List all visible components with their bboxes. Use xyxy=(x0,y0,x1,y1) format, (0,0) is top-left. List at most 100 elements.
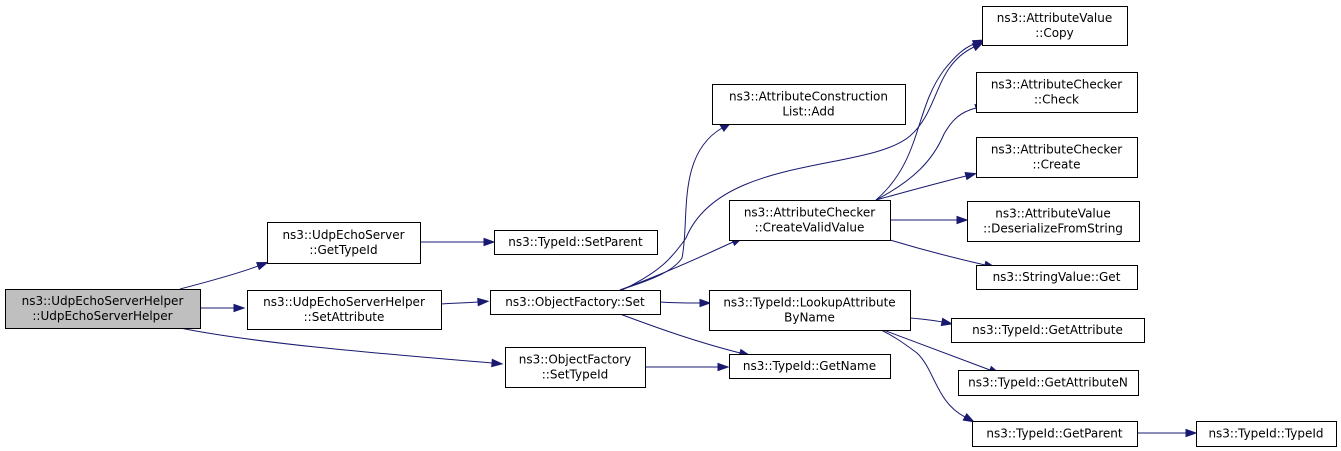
edge-ofSetTypeId-to-getName xyxy=(645,362,730,372)
node-createValid[interactable]: ns3::AttributeChecker::CreateValidValue xyxy=(729,200,891,241)
edge-line xyxy=(659,301,701,304)
edge-root-to-ofSetTypeId xyxy=(179,327,504,368)
node-label: ::GetTypeId xyxy=(309,243,377,257)
node-label: ns3::AttributeChecker xyxy=(744,206,875,220)
node-box xyxy=(951,318,1145,343)
node-label: ::UdpEchoServerHelper xyxy=(32,309,172,323)
edge-createValid-to-avCopy xyxy=(875,39,985,201)
edge-line xyxy=(619,313,741,354)
node-box xyxy=(729,354,891,379)
node-label: ::SetTypeId xyxy=(542,368,609,382)
edge-createValid-to-svGet xyxy=(889,239,997,270)
node-box xyxy=(982,6,1128,46)
node-label: List::Add xyxy=(782,105,834,119)
node-box xyxy=(958,370,1139,396)
node-label: ::CreateValidValue xyxy=(755,221,865,235)
edge-arrowhead xyxy=(491,358,504,368)
node-box xyxy=(5,289,201,329)
node-getName[interactable]: ns3::TypeId::GetName xyxy=(729,354,891,379)
edge-arrowhead xyxy=(256,261,269,271)
edge-arrowhead xyxy=(699,298,712,308)
node-box xyxy=(976,265,1138,290)
node-label: ns3::TypeId::TypeId xyxy=(1208,427,1323,441)
node-box xyxy=(976,137,1138,178)
node-box xyxy=(976,72,1138,113)
edge-line xyxy=(621,46,975,291)
edge-createValid-to-acCreate xyxy=(875,171,978,201)
node-setAttribute[interactable]: ns3::UdpEchoServerHelper::SetAttribute xyxy=(247,290,442,330)
node-root[interactable]: ns3::UdpEchoServerHelper::UdpEchoServerH… xyxy=(5,289,201,329)
node-avCopy[interactable]: ns3::AttributeValue::Copy xyxy=(982,6,1128,46)
node-box xyxy=(972,421,1138,447)
node-box xyxy=(247,290,442,330)
edge-line xyxy=(875,175,967,201)
node-label: ns3::UdpEchoServer xyxy=(282,228,404,242)
edge-createValid-to-avDeser xyxy=(890,215,969,225)
edge-root-to-setAttribute xyxy=(200,303,246,313)
edge-line xyxy=(869,324,966,418)
edge-arrowhead xyxy=(962,412,976,423)
node-box xyxy=(505,347,646,388)
node-typeIdCtor[interactable]: ns3::TypeId::TypeId xyxy=(1196,421,1337,447)
edge-line xyxy=(440,301,479,305)
call-graph-edges xyxy=(179,39,1198,438)
edge-ofSet-to-lookupAttr xyxy=(659,298,712,308)
edge-line xyxy=(875,107,977,201)
edge-arrowhead xyxy=(717,362,730,372)
edge-arrowhead xyxy=(233,303,246,313)
edge-lookupAttr-to-getAttribute xyxy=(909,317,954,327)
edge-getTypeId-to-setParent xyxy=(419,237,496,247)
node-label: ::Create xyxy=(1033,158,1081,172)
node-label: ns3::ObjectFactory::Set xyxy=(505,295,645,309)
edge-arrowhead xyxy=(964,171,978,181)
node-label: ns3::AttributeChecker xyxy=(991,78,1122,92)
node-getParent[interactable]: ns3::TypeId::GetParent xyxy=(972,421,1138,447)
node-avDeser[interactable]: ns3::AttributeValue::DeserializeFromStri… xyxy=(967,201,1140,242)
edge-lookupAttr-to-getParent xyxy=(869,324,976,423)
node-acCreate[interactable]: ns3::AttributeChecker::Create xyxy=(976,137,1138,178)
edge-arrowhead xyxy=(483,237,496,247)
node-getAttribute[interactable]: ns3::TypeId::GetAttribute xyxy=(951,318,1145,343)
node-label: ns3::TypeId::GetAttribute xyxy=(972,323,1123,337)
node-label: ns3::TypeId::LookupAttribute xyxy=(723,296,895,310)
edge-ofSet-to-avCopy xyxy=(621,41,985,291)
node-label: ns3::StringValue::Get xyxy=(993,270,1121,284)
edge-getParent-to-typeIdCtor xyxy=(1136,428,1198,438)
edge-arrowhead xyxy=(940,317,954,327)
edge-line xyxy=(179,327,493,364)
edge-line xyxy=(875,43,975,201)
node-label: ns3::AttributeChecker xyxy=(991,143,1122,157)
node-label: ns3::AttributeValue xyxy=(995,207,1111,221)
edge-line xyxy=(619,127,723,291)
edge-ofSet-to-aclAdd xyxy=(619,122,732,291)
node-label: ns3::TypeId::GetName xyxy=(743,359,876,373)
node-box xyxy=(1196,421,1337,447)
edge-line xyxy=(889,239,986,266)
node-label: ByName xyxy=(784,311,835,325)
node-svGet[interactable]: ns3::StringValue::Get xyxy=(976,265,1138,290)
edge-arrowhead xyxy=(971,39,985,49)
node-box xyxy=(490,290,661,315)
edge-setAttribute-to-ofSet xyxy=(440,297,490,307)
node-getAttributeN[interactable]: ns3::TypeId::GetAttributeN xyxy=(958,370,1139,396)
node-acCheck[interactable]: ns3::AttributeChecker::Check xyxy=(976,72,1138,113)
node-ofSet[interactable]: ns3::ObjectFactory::Set xyxy=(490,290,661,315)
edge-line xyxy=(909,317,943,323)
edge-root-to-getTypeId xyxy=(179,261,269,290)
edge-line xyxy=(619,241,734,291)
node-getTypeId[interactable]: ns3::UdpEchoServer::GetTypeId xyxy=(267,222,421,264)
node-label: ::Check xyxy=(1034,93,1079,107)
node-label: ::DeserializeFromString xyxy=(983,222,1123,236)
node-box xyxy=(494,230,658,255)
call-graph-nodes: ns3::UdpEchoServerHelper::UdpEchoServerH… xyxy=(5,6,1337,447)
edge-arrowhead xyxy=(477,297,490,307)
node-box xyxy=(712,84,906,125)
node-ofSetTypeId[interactable]: ns3::ObjectFactory::SetTypeId xyxy=(505,347,646,388)
node-label: ns3::UdpEchoServerHelper xyxy=(263,295,425,309)
node-setParent[interactable]: ns3::TypeId::SetParent xyxy=(494,230,658,255)
edge-arrowhead xyxy=(1185,428,1198,438)
node-label: ns3::AttributeConstruction xyxy=(729,90,888,104)
